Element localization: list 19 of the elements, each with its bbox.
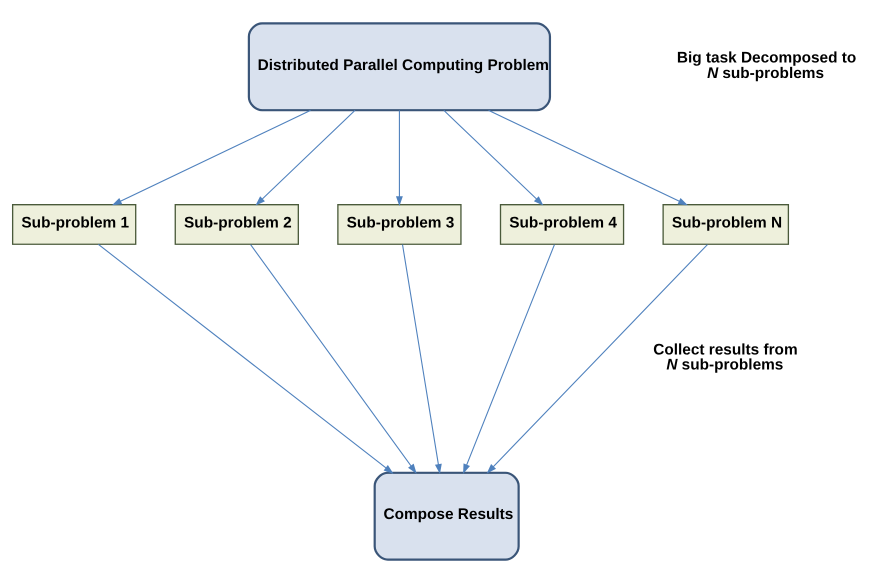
arrow bbox=[255, 109, 356, 206]
arrow bbox=[486, 244, 708, 474]
arrow bbox=[250, 244, 417, 474]
arrow bbox=[98, 243, 394, 474]
arrow bbox=[443, 109, 544, 206]
node-box: Sub-problem 4 bbox=[500, 204, 624, 244]
arrow bbox=[112, 109, 311, 205]
arrow bbox=[402, 244, 442, 474]
arrow bbox=[463, 244, 555, 474]
arrow bbox=[488, 109, 688, 205]
label: Collect results from N sub-problems bbox=[653, 340, 798, 374]
node-box: Sub-problem N bbox=[662, 204, 790, 244]
node-box: Sub-problem 2 bbox=[174, 204, 299, 244]
arrow bbox=[396, 110, 403, 206]
node-box: Compose Results bbox=[374, 471, 520, 560]
node-box: Distributed Parallel Computing Problem bbox=[248, 22, 552, 111]
node-box: Sub-problem 3 bbox=[337, 204, 462, 244]
label: Big task Decomposed to N sub-problems bbox=[676, 49, 856, 82]
node-box: Sub-problem 1 bbox=[12, 204, 136, 244]
